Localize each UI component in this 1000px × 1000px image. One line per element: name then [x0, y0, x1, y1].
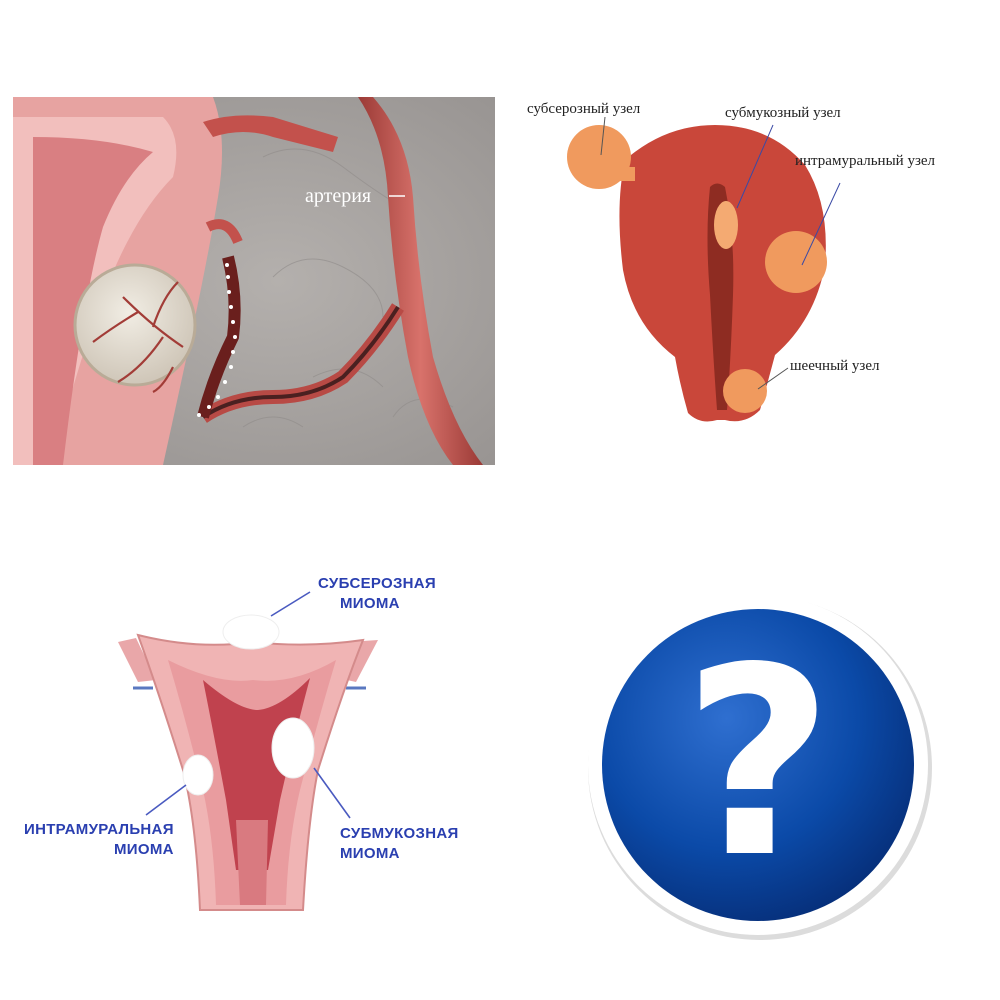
subserous-node [567, 125, 631, 189]
submucous-myoma [271, 717, 315, 779]
question-mark-icon: ? [578, 585, 938, 945]
question-symbol: ? [683, 613, 834, 915]
submucous-myoma-leader [313, 767, 351, 819]
left-fallopian-tube [118, 638, 156, 682]
fibroid-vessels [92, 281, 184, 393]
subserous-myoma-leader [270, 591, 311, 617]
embolic-particles [197, 263, 237, 417]
intramural-myoma-label-line1: ИНТРАМУРАЛЬНАЯ [24, 821, 174, 838]
artery-upper [203, 115, 338, 152]
submucous-myoma-label-line2: МИОМА [340, 845, 400, 862]
cervical-label: шеечный узел [790, 358, 880, 374]
subserous-leader [600, 116, 606, 156]
cervical-node [723, 369, 767, 413]
intramural-myoma-leader [145, 784, 187, 816]
uterus-cavity [33, 137, 153, 465]
cervical-canal [236, 820, 268, 905]
subserous-label: субсерозный узел [527, 101, 641, 117]
intramural-node [765, 231, 827, 293]
subserous-myoma [222, 614, 280, 650]
artery-main [358, 97, 483, 465]
cervical-leader [757, 367, 789, 390]
subserous-myoma-label-line1: СУБСЕРОЗНАЯ [318, 575, 436, 592]
fibroid [73, 263, 197, 387]
submucous-myoma-label-line1: СУБМУКОЗНАЯ [340, 825, 459, 842]
submucous-label: субмукозный узел [725, 105, 841, 121]
artery-label: артерия [305, 185, 371, 207]
submucous-leader [736, 124, 774, 209]
question-circle-fill [602, 609, 914, 921]
fibroid-nodes-diagram: субсерозный узел субмукозный узел интрам… [505, 95, 965, 435]
intramural-label: интрамуральный узел [795, 153, 936, 169]
submucous-node [714, 201, 738, 249]
artery-side-branch [205, 219, 243, 245]
artery-embolization-illustration: артерия [13, 97, 495, 465]
catheter [201, 305, 400, 419]
intramural-leader [801, 182, 841, 266]
myoma-types-diagram: СУБСЕРОЗНАЯ МИОМА ИНТРАМУРАЛЬНАЯ МИОМА С… [18, 570, 488, 920]
intramural-myoma [182, 754, 214, 796]
subserous-node-stalk [617, 167, 635, 181]
subserous-myoma-label-line2: МИОМА [340, 595, 400, 612]
intramural-myoma-label-line2: МИОМА [114, 841, 174, 858]
